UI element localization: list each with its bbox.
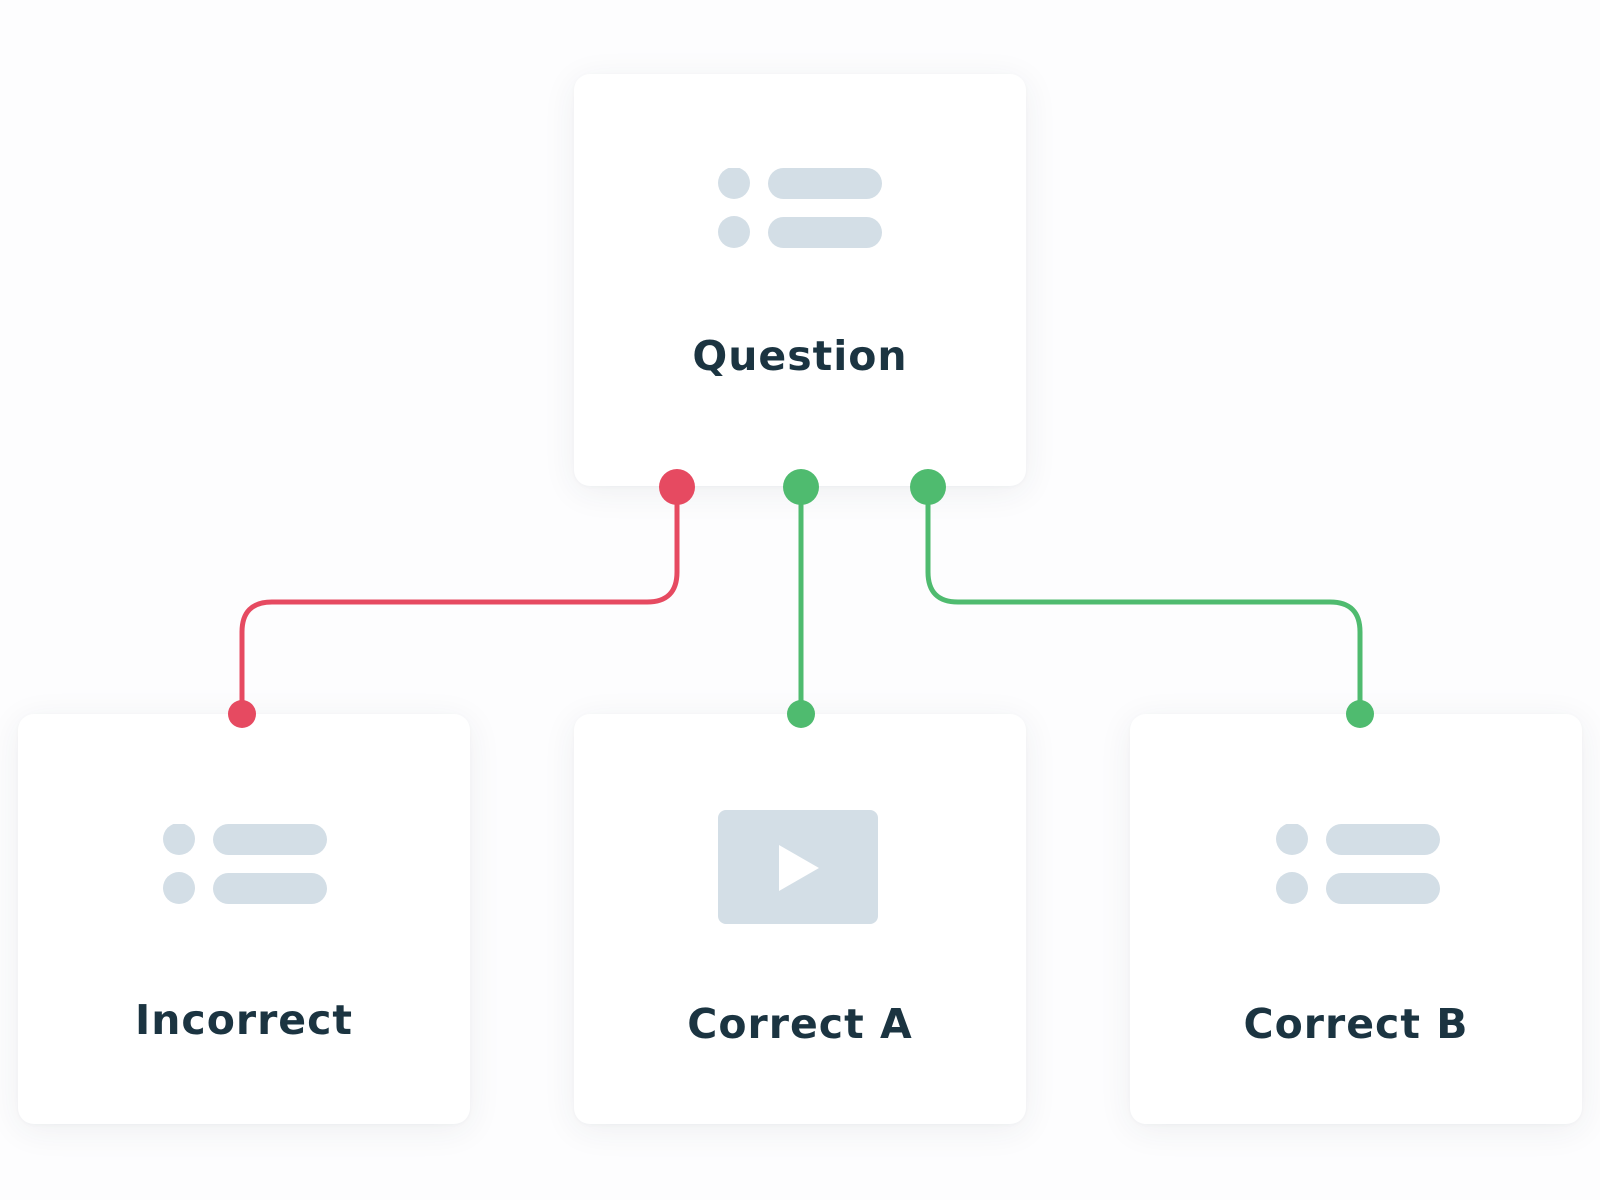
input-port-correct-b[interactable]	[1346, 700, 1374, 728]
correct-a-label: Correct A	[687, 1000, 913, 1048]
list-icon	[718, 168, 882, 248]
question-node[interactable]: Question	[574, 74, 1026, 486]
output-port-correct-b[interactable]	[910, 469, 946, 505]
video-play-icon	[718, 810, 878, 924]
output-port-incorrect[interactable]	[659, 469, 695, 505]
correct-b-label: Correct B	[1243, 1000, 1469, 1048]
connector-incorrect[interactable]	[239, 484, 680, 717]
incorrect-node[interactable]: Incorrect	[18, 714, 470, 1124]
correct-b-node[interactable]: Correct B	[1130, 714, 1582, 1124]
list-icon	[1276, 824, 1440, 904]
input-port-incorrect[interactable]	[228, 700, 256, 728]
input-port-correct-a[interactable]	[787, 700, 815, 728]
question-label: Question	[692, 332, 908, 380]
incorrect-label: Incorrect	[134, 996, 354, 1044]
output-port-correct-a[interactable]	[783, 469, 819, 505]
list-icon	[163, 824, 327, 904]
connector-correct-b[interactable]	[925, 484, 1363, 717]
correct-a-node[interactable]: Correct A	[574, 714, 1026, 1124]
